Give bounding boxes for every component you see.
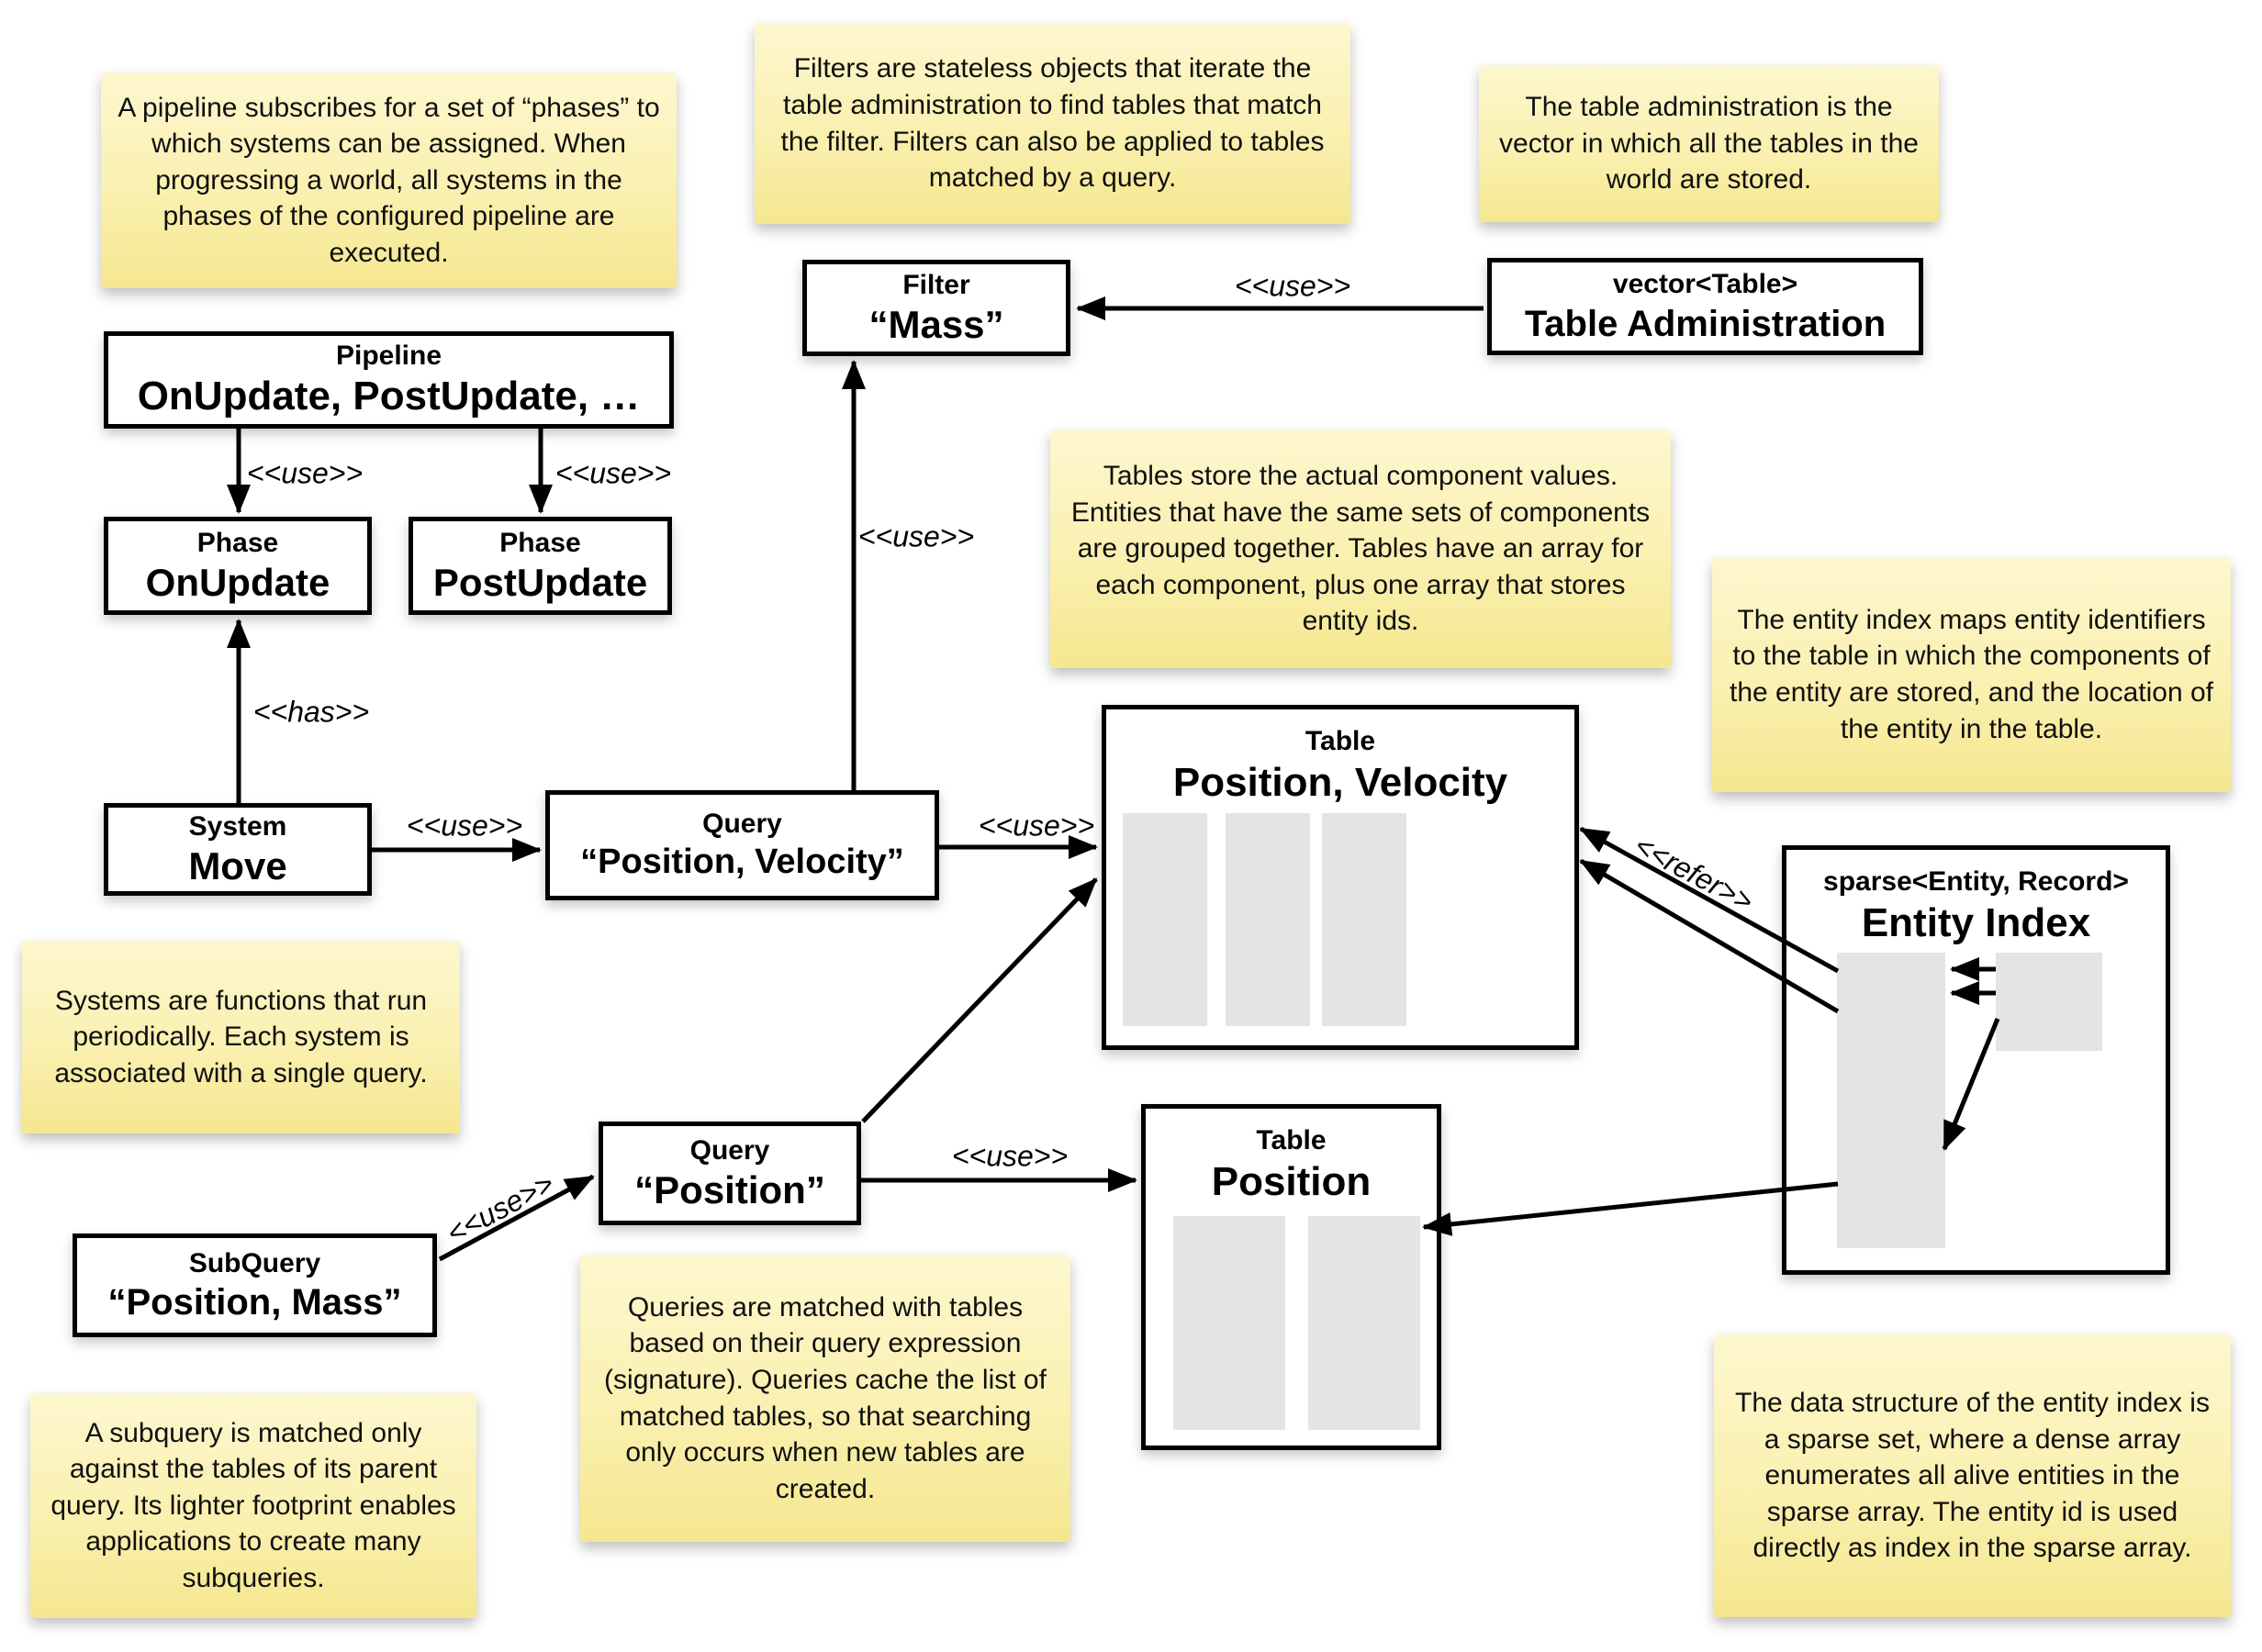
note-entity-index-text: The entity index maps entity identifiers… bbox=[1729, 604, 2213, 744]
box-system-move: System Move bbox=[104, 803, 372, 896]
box-system-move-value: Move bbox=[188, 844, 287, 888]
label-has-system-phase: <<has>> bbox=[252, 695, 370, 729]
box-filter-mass-title: Filter bbox=[902, 269, 970, 300]
component-array-1 bbox=[1123, 813, 1207, 1026]
edge-query-position-to-table-pv bbox=[861, 877, 1098, 1123]
label-use-subquery-query: <<use>> bbox=[441, 1166, 559, 1251]
edge-entity-index-to-table-position bbox=[1422, 1181, 1839, 1236]
dense-array bbox=[1996, 953, 2102, 1051]
note-table-administration: The table administration is the vector i… bbox=[1479, 65, 1939, 222]
label-use-query-table-pv: <<use>> bbox=[978, 809, 1095, 843]
note-subquery: A subquery is matched only against the t… bbox=[30, 1393, 476, 1618]
box-query-position-velocity-value: “Position, Velocity” bbox=[580, 842, 904, 881]
label-use-pipeline-postupdate: <<use>> bbox=[554, 456, 672, 490]
box-query-position-title: Query bbox=[689, 1134, 770, 1166]
note-systems-text: Systems are functions that run periodica… bbox=[54, 985, 428, 1088]
box-table-position-velocity-value: Position, Velocity bbox=[1172, 759, 1508, 805]
box-pipeline-title: Pipeline bbox=[335, 340, 442, 371]
box-entity-index: sparse<Entity, Record> Entity Index bbox=[1782, 845, 2170, 1275]
box-phase-onupdate-title: Phase bbox=[196, 527, 279, 558]
box-phase-postupdate-title: Phase bbox=[499, 527, 581, 558]
note-filters-text: Filters are stateless objects that itera… bbox=[780, 53, 1325, 194]
box-query-position-value: “Position” bbox=[634, 1168, 825, 1212]
note-systems: Systems are functions that run periodica… bbox=[22, 941, 460, 1133]
note-pipeline: A pipeline subscribes for a set of “phas… bbox=[101, 73, 677, 288]
note-filters: Filters are stateless objects that itera… bbox=[755, 23, 1350, 224]
box-subquery-position-mass-value: “Position, Mass” bbox=[107, 1282, 402, 1323]
label-use-query-filter: <<use>> bbox=[857, 519, 975, 553]
box-phase-onupdate-value: OnUpdate bbox=[145, 561, 330, 605]
note-table-administration-text: The table administration is the vector i… bbox=[1499, 92, 1919, 195]
box-pipeline-value: OnUpdate, PostUpdate, … bbox=[137, 374, 641, 419]
box-table-administration-title: vector<Table> bbox=[1612, 269, 1798, 300]
component-array-4 bbox=[1173, 1216, 1285, 1430]
component-array-2 bbox=[1226, 813, 1310, 1026]
box-entity-index-value: Entity Index bbox=[1861, 899, 2091, 945]
box-phase-postupdate: Phase PostUpdate bbox=[409, 517, 672, 615]
box-table-position: Table Position bbox=[1141, 1104, 1441, 1450]
box-phase-postupdate-value: PostUpdate bbox=[432, 561, 648, 605]
box-phase-onupdate: Phase OnUpdate bbox=[104, 517, 372, 615]
box-subquery-position-mass: SubQuery “Position, Mass” bbox=[73, 1233, 437, 1337]
box-system-move-title: System bbox=[188, 810, 287, 842]
note-tables: Tables store the actual component values… bbox=[1050, 430, 1671, 668]
box-table-administration: vector<Table> Table Administration bbox=[1487, 258, 1923, 355]
box-table-administration-value: Table Administration bbox=[1524, 303, 1887, 344]
note-queries-text: Queries are matched with tables based on… bbox=[604, 1291, 1047, 1504]
box-table-position-velocity-title: Table bbox=[1305, 726, 1376, 756]
box-filter-mass: Filter “Mass” bbox=[802, 260, 1070, 356]
box-entity-index-title: sparse<Entity, Record> bbox=[1823, 866, 2129, 897]
box-subquery-position-mass-title: SubQuery bbox=[188, 1247, 321, 1278]
component-array-5 bbox=[1308, 1216, 1420, 1430]
box-query-position-velocity: Query “Position, Velocity” bbox=[545, 790, 939, 900]
note-subquery-text: A subquery is matched only against the t… bbox=[50, 1417, 456, 1593]
box-query-position-velocity-title: Query bbox=[702, 809, 782, 840]
note-tables-text: Tables store the actual component values… bbox=[1070, 461, 1651, 637]
label-use-query-table-position: <<use>> bbox=[951, 1139, 1069, 1173]
sparse-array bbox=[1837, 953, 1945, 1248]
box-table-position-title: Table bbox=[1256, 1125, 1327, 1155]
label-use-system-query: <<use>> bbox=[406, 809, 523, 843]
note-queries: Queries are matched with tables based on… bbox=[580, 1255, 1070, 1542]
box-filter-mass-value: “Mass” bbox=[868, 303, 1004, 347]
component-array-3 bbox=[1322, 813, 1406, 1026]
box-table-position-value: Position bbox=[1211, 1158, 1372, 1204]
label-refer-entity-index-table: <<refer>> bbox=[1629, 828, 1759, 919]
note-entity-index-structure: The data structure of the entity index i… bbox=[1714, 1334, 2231, 1617]
label-use-pipeline-onupdate: <<use>> bbox=[246, 456, 364, 490]
note-entity-index: The entity index maps entity identifiers… bbox=[1712, 557, 2231, 792]
label-use-admin-filter: <<use>> bbox=[1234, 269, 1351, 303]
box-query-position: Query “Position” bbox=[599, 1122, 861, 1225]
box-pipeline: Pipeline OnUpdate, PostUpdate, … bbox=[104, 331, 674, 429]
box-table-position-velocity: Table Position, Velocity bbox=[1102, 705, 1579, 1050]
note-entity-index-structure-text: The data structure of the entity index i… bbox=[1735, 1388, 2210, 1564]
note-pipeline-text: A pipeline subscribes for a set of “phas… bbox=[118, 92, 660, 268]
